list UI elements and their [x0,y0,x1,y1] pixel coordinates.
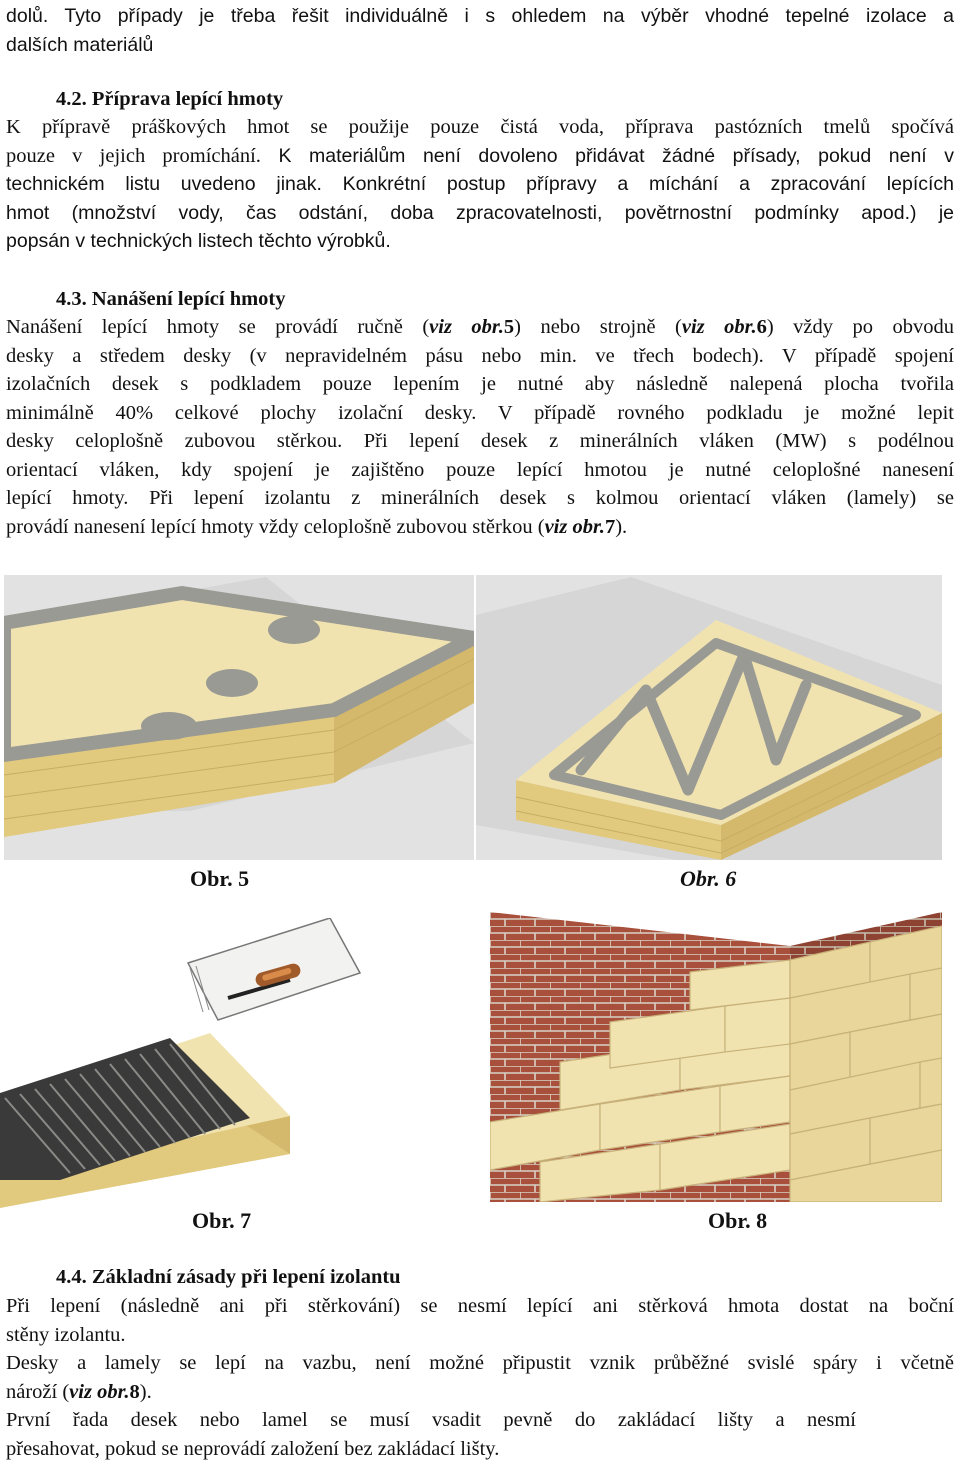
s42-line-2: pouze v jejich promíchání. K materiálům … [6,142,954,171]
ref-obr6-b: 6 [756,316,767,338]
s43-line-4: minimálně 40% celkové plochy izolační de… [6,401,954,424]
figure-8-wall-bonding [490,912,942,1202]
s44-line-3: Desky a lamely se lepí na vazbu, není mo… [6,1352,954,1374]
section-4-4-heading: 4.4. Základní zásady při lepení izolantu [56,1266,401,1288]
s44-line-4: nároží (viz obr.8). [6,1378,954,1407]
s42-line-3b: Konkrétní postup přípravy a míchání a zp… [321,173,955,195]
s44-line-4a: nároží ( [6,1380,70,1403]
s42-line-2b: K materiálům není dovoleno přidávat žádn… [260,144,954,167]
s43-line-8a: provádí nanesení lepící hmoty vždy celop… [6,515,545,538]
s44-line-2: stěny izolantu. [6,1323,126,1346]
s42-line-4: hmot (množství vody, čas odstání, doba z… [6,201,954,224]
s43-line-1a: Nanášení lepící hmoty se provádí ručně ( [6,316,430,338]
s43-line-6: orientací vláken, kdy spojení je zajiště… [6,458,954,481]
figure-5-manual-adhesive [4,575,474,860]
caption-obr-6: Obr. 6 [680,866,737,891]
ref-obr8-a: viz obr. [69,1380,130,1403]
caption-obr-5: Obr. 5 [190,866,250,891]
s42-line-1: K přípravě práškových hmot se použije po… [6,116,954,138]
intro-line-1: dolů. Tyto případy je třeba řešit indivi… [6,5,954,27]
ref-obr5-b: 5 [503,316,515,338]
section-4-2-paragraph: K přípravě práškových hmot se použije po… [6,113,954,256]
s43-line-3: izolačních desek s podkladem pouze lepen… [6,373,954,395]
s43-line-8b: ). [615,515,628,538]
s44-line-4b: ). [139,1380,152,1403]
s42-line-3: technickém listu uvedeno jinak. Konkrétn… [6,170,954,199]
s43-line-8: provádí nanesení lepící hmoty vždy celop… [6,513,954,542]
intro-line-2: dalších materiálů [6,33,154,56]
section-4-3-paragraph: Nanášení lepící hmoty se provádí ručně (… [6,313,954,541]
s42-line-3a: technickém listu uvedeno jinak. [6,173,322,195]
caption-obr-7: Obr. 7 [192,1208,252,1233]
s44-line-1: Při lepení (následně ani při stěrkování)… [6,1295,954,1317]
ref-obr7-a: viz obr. [544,515,605,538]
s43-line-1b: ) nebo strojně ( [514,316,682,338]
section-4-4-paragraph: Při lepení (následně ani při stěrkování)… [6,1292,954,1463]
s43-line-2: desky a středem desky (v nepravidelném p… [6,344,954,367]
ref-obr5-a: viz obr. [429,316,504,338]
ref-obr6-a: viz obr. [681,316,757,338]
s43-line-7: lepící hmoty. Při lepení izolantu z mine… [6,487,954,509]
s42-line-5: popsán v technických listech těchto výro… [6,230,391,252]
s43-line-1: Nanášení lepící hmoty se provádí ručně (… [6,313,954,342]
s43-line-1c: ) vždy po obvodu [766,316,955,338]
s44-line-6: přesahovat, pokud se neprovádí založení … [6,1437,500,1460]
caption-obr-8: Obr. 8 [708,1208,768,1233]
section-4-2-heading: 4.2. Příprava lepící hmoty [56,88,284,110]
s44-line-5: První řada desek nebo lamel se musí vsad… [6,1409,856,1431]
figure-6-machine-adhesive [476,575,942,860]
ref-obr8-b: 8 [129,1380,140,1403]
s42-line-2a: pouze v jejich promíchání. [6,144,261,167]
figure-7-notched-trowel [0,918,470,1208]
ref-obr7-b: 7 [604,515,616,538]
section-4-3-heading: 4.3. Nanášení lepící hmoty [56,288,286,310]
s43-line-5: desky celoplošně zubovou stěrkou. Při le… [6,430,954,452]
intro-paragraph: dolů. Tyto případy je třeba řešit indivi… [6,2,954,59]
